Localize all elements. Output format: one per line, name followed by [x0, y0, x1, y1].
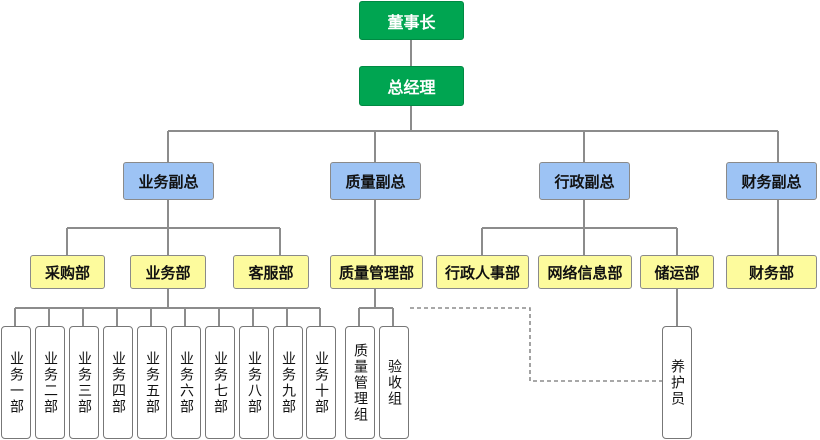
dept-label: 质量管理部: [338, 263, 414, 282]
unit-node-business-6: 业务六部: [171, 326, 201, 439]
dept-node-customer-service: 客服部: [233, 255, 309, 289]
unit-node-business-9: 业务九部: [273, 326, 303, 439]
unit-label: 业务六部: [178, 350, 194, 415]
dept-node-finance: 财务部: [726, 255, 817, 289]
group-label: 验收组: [386, 358, 402, 407]
dept-label: 网络信息部: [547, 263, 623, 282]
unit-label: 业务八部: [246, 350, 262, 415]
chairman-label: 董事长: [387, 12, 436, 32]
chairman-node: 董事长: [359, 1, 464, 40]
vp-label: 质量副总: [345, 172, 406, 191]
unit-label: 业务四部: [110, 350, 126, 415]
general-manager-node: 总经理: [359, 66, 464, 106]
dept-node-purchasing: 采购部: [30, 255, 105, 289]
vp-node-quality: 质量副总: [330, 162, 421, 200]
dept-label: 客服部: [248, 263, 294, 282]
unit-label: 养护员: [669, 358, 685, 407]
dept-label: 财务部: [748, 263, 794, 282]
unit-label: 业务九部: [280, 350, 296, 415]
unit-node-business-10: 业务十部: [306, 326, 336, 439]
group-node-acceptance: 验收组: [379, 326, 409, 439]
unit-node-business-3: 业务三部: [69, 326, 99, 439]
unit-node-business-5: 业务五部: [137, 326, 167, 439]
dept-node-network-info: 网络信息部: [538, 255, 632, 289]
group-label: 质量管理组: [352, 342, 368, 423]
unit-label: 业务五部: [144, 350, 160, 415]
dept-label: 行政人事部: [444, 263, 520, 282]
unit-node-keeper: 养护员: [662, 326, 692, 439]
vp-label: 业务副总: [138, 172, 199, 191]
vp-label: 行政副总: [554, 172, 615, 191]
vp-label: 财务副总: [741, 172, 802, 191]
dept-label: 采购部: [44, 263, 90, 282]
unit-label: 业务七部: [212, 350, 228, 415]
unit-label: 业务十部: [313, 350, 329, 415]
vp-node-admin: 行政副总: [539, 162, 630, 200]
unit-node-business-8: 业务八部: [239, 326, 269, 439]
dept-node-storage: 储运部: [640, 255, 714, 289]
dept-node-hr: 行政人事部: [436, 255, 529, 289]
vp-node-business: 业务副总: [123, 162, 214, 200]
unit-node-business-1: 业务一部: [1, 326, 31, 439]
general-manager-label: 总经理: [387, 78, 436, 97]
dept-node-business: 业务部: [130, 255, 206, 289]
unit-node-business-7: 业务七部: [205, 326, 235, 439]
unit-label: 业务二部: [42, 350, 58, 415]
vp-node-finance: 财务副总: [726, 162, 817, 200]
dept-label: 业务部: [145, 263, 191, 282]
dept-label: 储运部: [654, 263, 700, 282]
unit-label: 业务三部: [76, 350, 92, 415]
unit-node-business-2: 业务二部: [35, 326, 65, 439]
dept-node-quality-management: 质量管理部: [330, 255, 423, 289]
group-node-quality-management: 质量管理组: [345, 326, 375, 439]
unit-label: 业务一部: [8, 350, 24, 415]
unit-node-business-4: 业务四部: [103, 326, 133, 439]
